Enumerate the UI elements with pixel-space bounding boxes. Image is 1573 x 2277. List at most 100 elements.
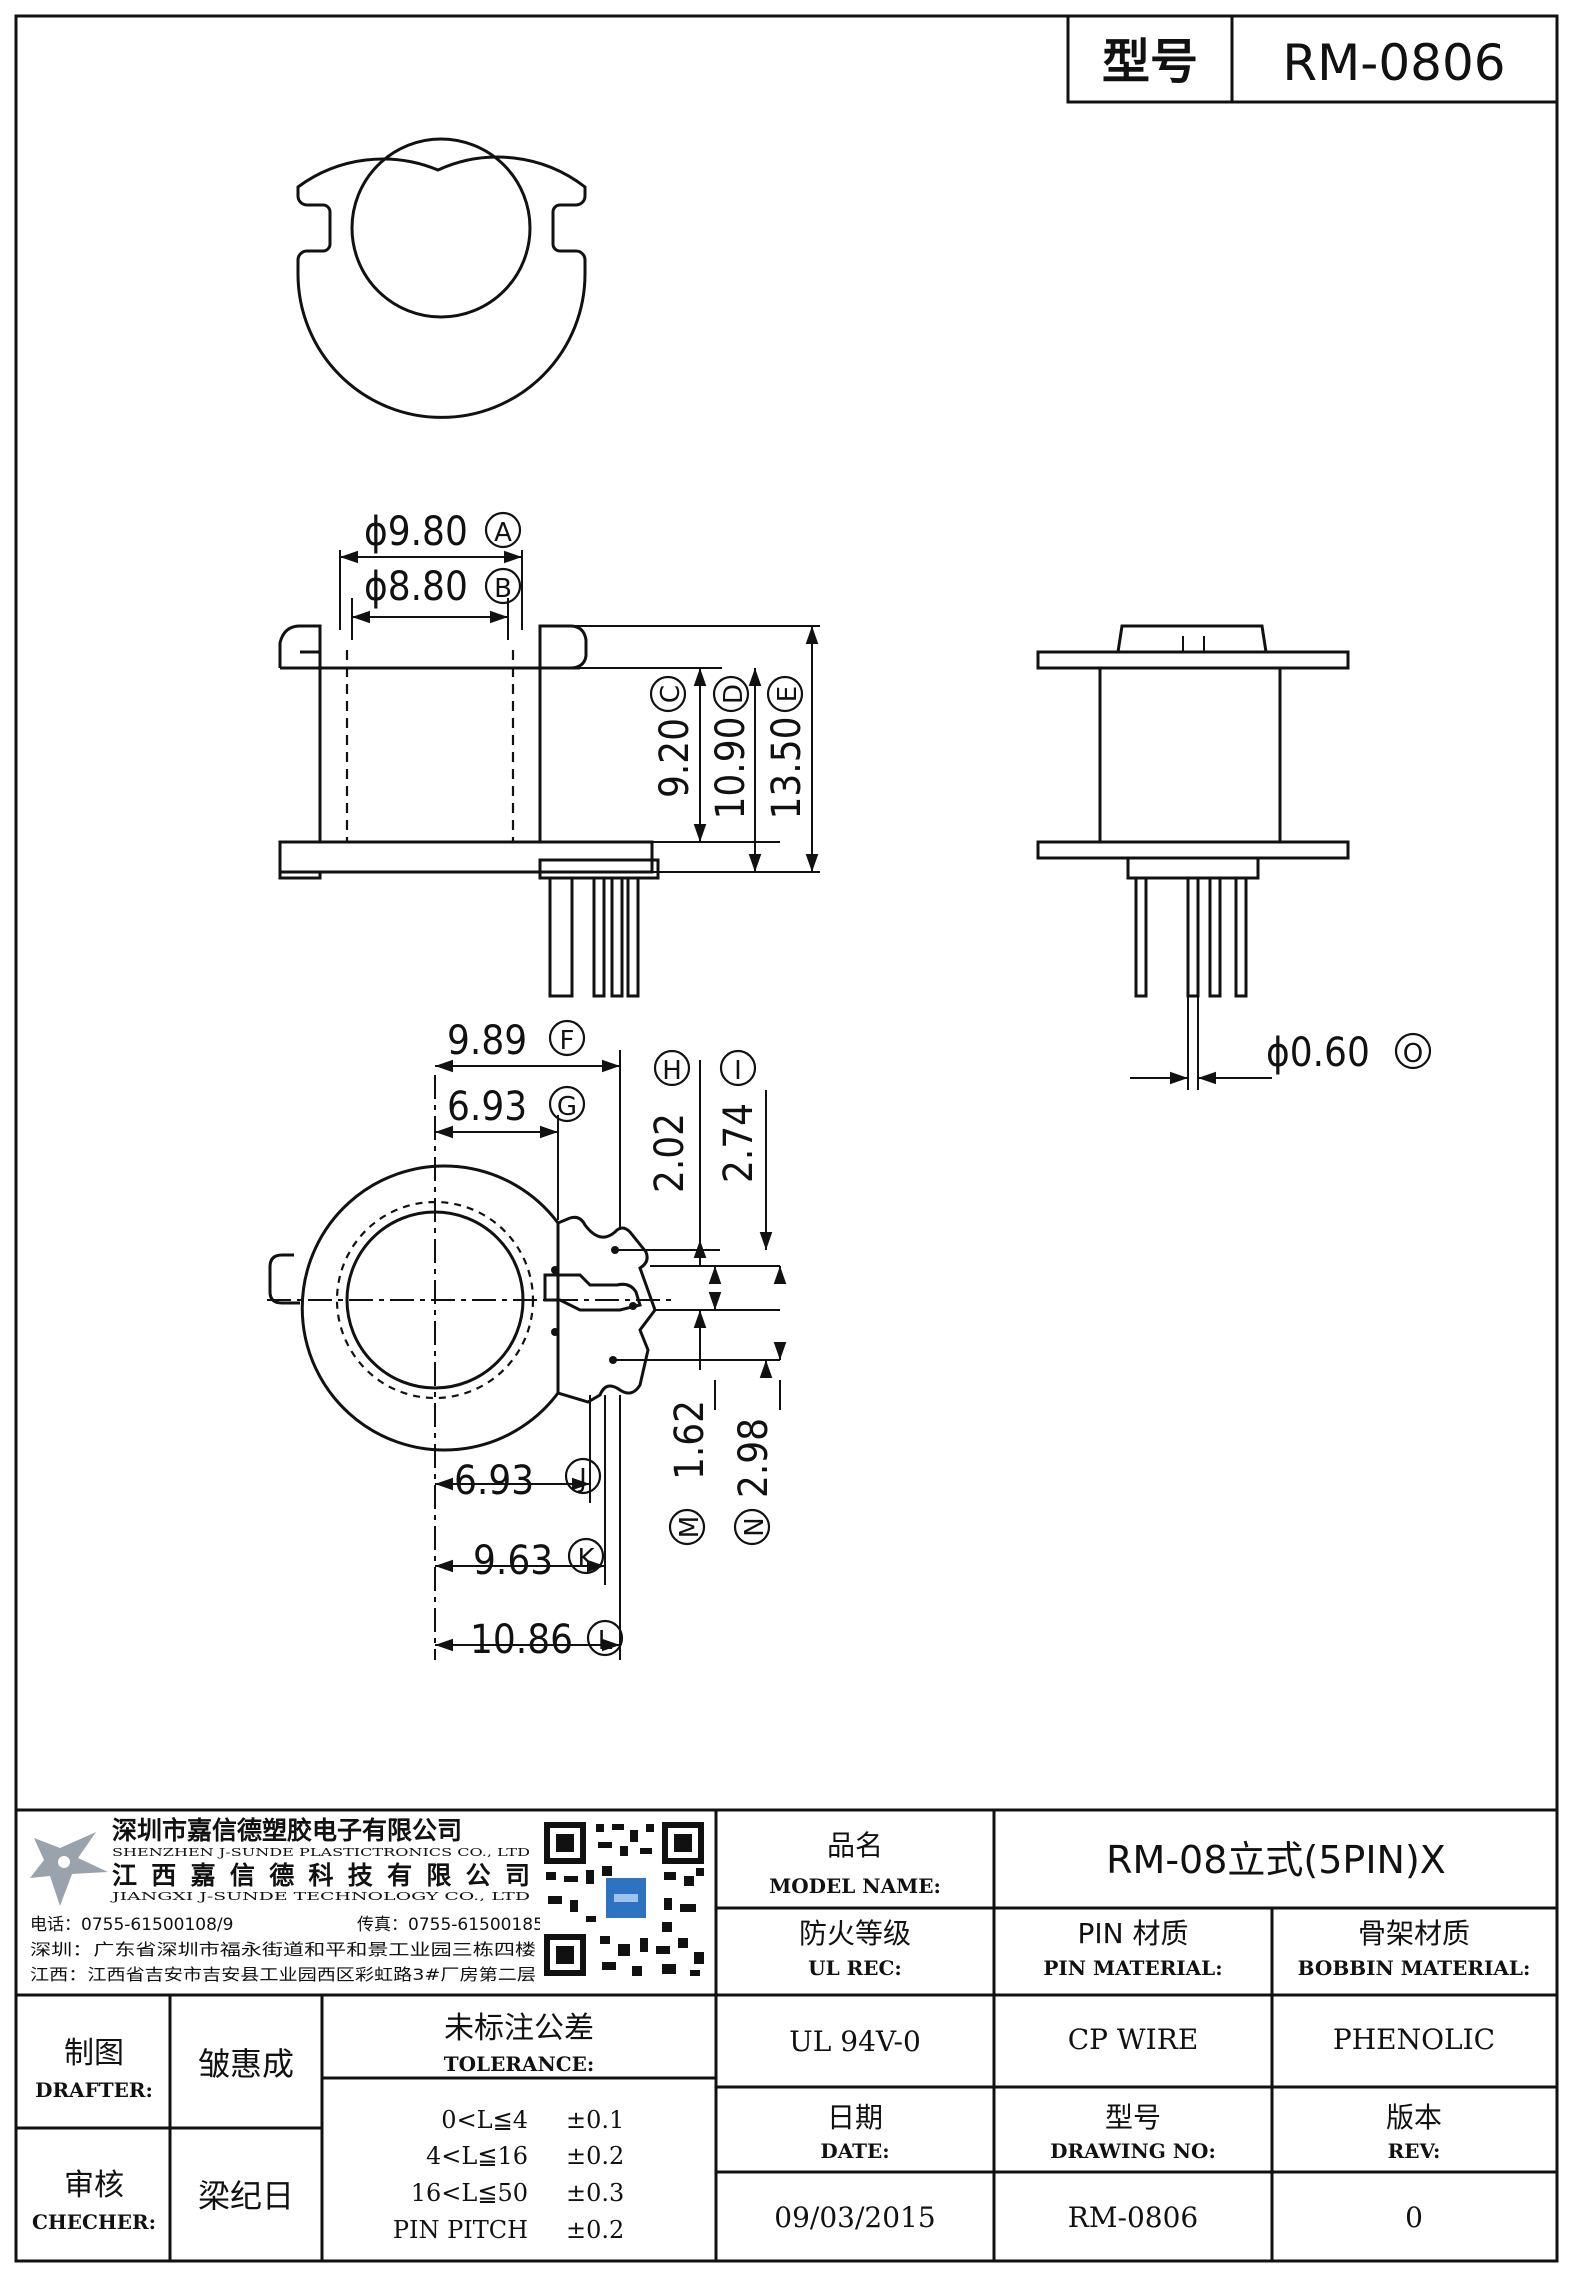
dim-m-value: 1.62 [667,1400,713,1480]
svg-text:K: K [577,1544,595,1574]
dim-f-tag: F [548,1019,586,1057]
svg-text:J: J [577,1464,587,1494]
tolerance-range-2: 4<L≦16 [426,2142,528,2170]
date-cn: 日期 [827,2101,883,2134]
dim-h-tag: H [653,1049,691,1087]
drawing-no-value: RM-0806 [1068,2201,1198,2234]
svg-text:E: E [773,686,803,702]
model-name-cn: 品名 [827,1829,883,1862]
dim-k-tag: K [567,1537,605,1575]
pin-material-en: PIN MATERIAL: [1043,1956,1222,1980]
checker-en: CHECHER: [32,2210,156,2234]
dim-n-value: 2.98 [731,1418,777,1498]
company-address-shenzhen: 深圳：广东省深圳市福永街道和平和景工业园三栋四楼 [30,1940,536,1959]
dim-j-value: 6.93 [454,1458,534,1504]
header-model-box: 型号 RM-0806 [1066,14,1559,104]
svg-text:L: L [598,1626,613,1656]
dim-i-value: 2.74 [716,1103,762,1183]
rev-value: 0 [1405,2201,1423,2234]
pin-material-cn: PIN 材质 [1078,1917,1189,1950]
svg-text:H: H [662,1056,682,1086]
svg-text:D: D [719,684,749,704]
svg-text:I: I [734,1056,742,1086]
svg-text:A: A [494,518,512,548]
dim-o-tag: O [1394,1032,1432,1070]
svg-text:O: O [1403,1039,1423,1069]
svg-text:F: F [560,1026,575,1056]
svg-text:M: M [675,1516,705,1538]
ul-rec-en: UL REC: [808,1956,902,1980]
dim-i-tag: I [719,1049,757,1087]
drawing-border [14,14,1559,2263]
date-en: DATE: [820,2139,889,2163]
top-view [296,137,587,419]
tolerance-value-2: ±0.2 [566,2142,624,2170]
dim-b-value: ϕ8.80 [364,564,468,610]
date-value: 09/03/2015 [774,2201,935,2234]
svg-text:B: B [494,574,512,604]
ul-rec-value: UL 94V-0 [789,2025,921,2058]
company-name-cn-2: 江西嘉信德科技有限公司 [112,1861,530,1890]
dim-l-value: 10.86 [470,1617,573,1663]
drawing-no-cn: 型号 [1105,2101,1161,2134]
tolerance-cn: 未标注公差 [444,2011,594,2046]
dim-c-tag: C [649,675,687,713]
svg-text:C: C [656,685,686,703]
dim-l-tag: L [586,1619,624,1657]
tolerance-range-1: 0<L≦4 [441,2106,528,2134]
dim-g-value: 6.93 [447,1084,527,1130]
company-logo [30,1832,108,1906]
company-tel: 电话：0755-61500108/9 [30,1915,233,1935]
dim-b-tag: B [484,567,522,605]
rev-cn: 版本 [1386,2101,1442,2134]
checker-name: 梁纪日 [198,2177,294,2215]
dim-a-tag: A [484,511,522,549]
tolerance-range-3: 16<L≦50 [411,2179,528,2207]
model-name-en: MODEL NAME: [769,1874,941,1898]
company-fax: 传真：0755-61500185 [357,1915,544,1935]
rev-en: REV: [1388,2139,1441,2163]
qr-code [540,1818,708,1980]
drafter-cn: 制图 [64,2036,124,2071]
header-model-value: RM-0806 [1282,34,1505,92]
side-view: ϕ9.80 A ϕ8.80 B 9.20 C 10.90 D 13.50 E [278,509,820,998]
dim-g-tag: G [548,1085,586,1123]
title-block: 深圳市嘉信德塑胶电子有限公司 SHENZHEN J-SUNDE PLASTICT… [16,1808,1557,2261]
company-name-en-2: JIANGXI J-SUNDE TECHNOLOGY CO., LTD [110,1890,530,1903]
dim-n-tag: N [733,1508,771,1546]
dim-d-value: 10.90 [708,717,754,820]
front-view: ϕ0.60 O [1036,624,1432,1090]
company-name-cn-1: 深圳市嘉信德塑胶电子有限公司 [112,1816,462,1845]
checker-cn: 审核 [64,2168,124,2203]
tolerance-value-1: ±0.1 [566,2106,624,2134]
tolerance-en: TOLERANCE: [444,2052,595,2076]
tolerance-value-3: ±0.3 [566,2179,624,2207]
company-address-jiangxi: 江西：江西省吉安市吉安县工业园西区彩虹路3#厂房第二层 [30,1965,536,1984]
svg-text:G: G [557,1092,577,1122]
dim-d-tag: D [712,675,750,713]
bobbin-material-cn: 骨架材质 [1358,1917,1470,1950]
pin-material-value: CP WIRE [1068,2023,1199,2056]
tolerance-value-4: ±0.2 [566,2216,624,2244]
company-name-en-1: SHENZHEN J-SUNDE PLASTICTRONICS CO., LTD [112,1846,530,1859]
dim-m-tag: M [668,1508,706,1546]
dim-e-value: 13.50 [764,717,810,820]
tolerance-range-4: PIN PITCH [393,2216,528,2244]
dim-f-value: 9.89 [447,1018,527,1064]
bottom-view: 9.89 F 6.93 G H I 2.02 2.74 6.93 J 9.63 … [267,1018,787,1663]
drafter-name: 皱惠成 [198,2045,294,2083]
dim-c-value: 9.20 [652,718,698,798]
drafter-en: DRAFTER: [35,2078,153,2102]
dim-o-value: ϕ0.60 [1266,1030,1370,1076]
bobbin-material-value: PHENOLIC [1333,2023,1495,2056]
dim-e-tag: E [766,675,804,713]
model-name-value: RM-08立式(5PIN)X [1106,1838,1446,1882]
dim-a-value: ϕ9.80 [364,509,468,555]
header-model-label: 型号 [1102,34,1198,90]
ul-rec-cn: 防火等级 [799,1917,911,1950]
drawing-no-en: DRAWING NO: [1050,2139,1216,2163]
dim-h-value: 2.02 [647,1113,693,1193]
dim-k-value: 9.63 [473,1538,553,1584]
bobbin-material-en: BOBBIN MATERIAL: [1298,1956,1531,1980]
